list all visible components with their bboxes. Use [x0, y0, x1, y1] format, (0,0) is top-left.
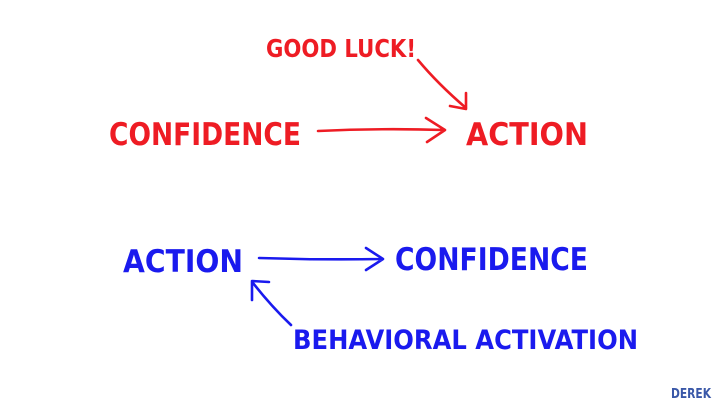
bottom-main-arrow	[257, 246, 385, 272]
bottom-row: ACTION CONFIDENCE BEHAVIORAL ACTIVATION	[123, 242, 638, 356]
logo-mark: DEREK	[671, 387, 712, 402]
bottom-confidence-label: CONFIDENCE	[395, 242, 588, 278]
top-row: GOOD LUCK! CONFIDENCE ACTION	[109, 34, 588, 153]
top-annotation-arrow	[416, 58, 468, 111]
bottom-action-label: ACTION	[123, 244, 243, 280]
top-annotation-good-luck: GOOD LUCK!	[266, 34, 416, 63]
top-action-label: ACTION	[466, 117, 588, 153]
logo-text: DEREK	[671, 387, 712, 402]
bottom-annotation-arrow	[250, 279, 293, 327]
top-confidence-label: CONFIDENCE	[109, 117, 301, 153]
bottom-annotation-behavioral-activation: BEHAVIORAL ACTIVATION	[293, 325, 638, 356]
top-main-arrow	[316, 116, 447, 144]
